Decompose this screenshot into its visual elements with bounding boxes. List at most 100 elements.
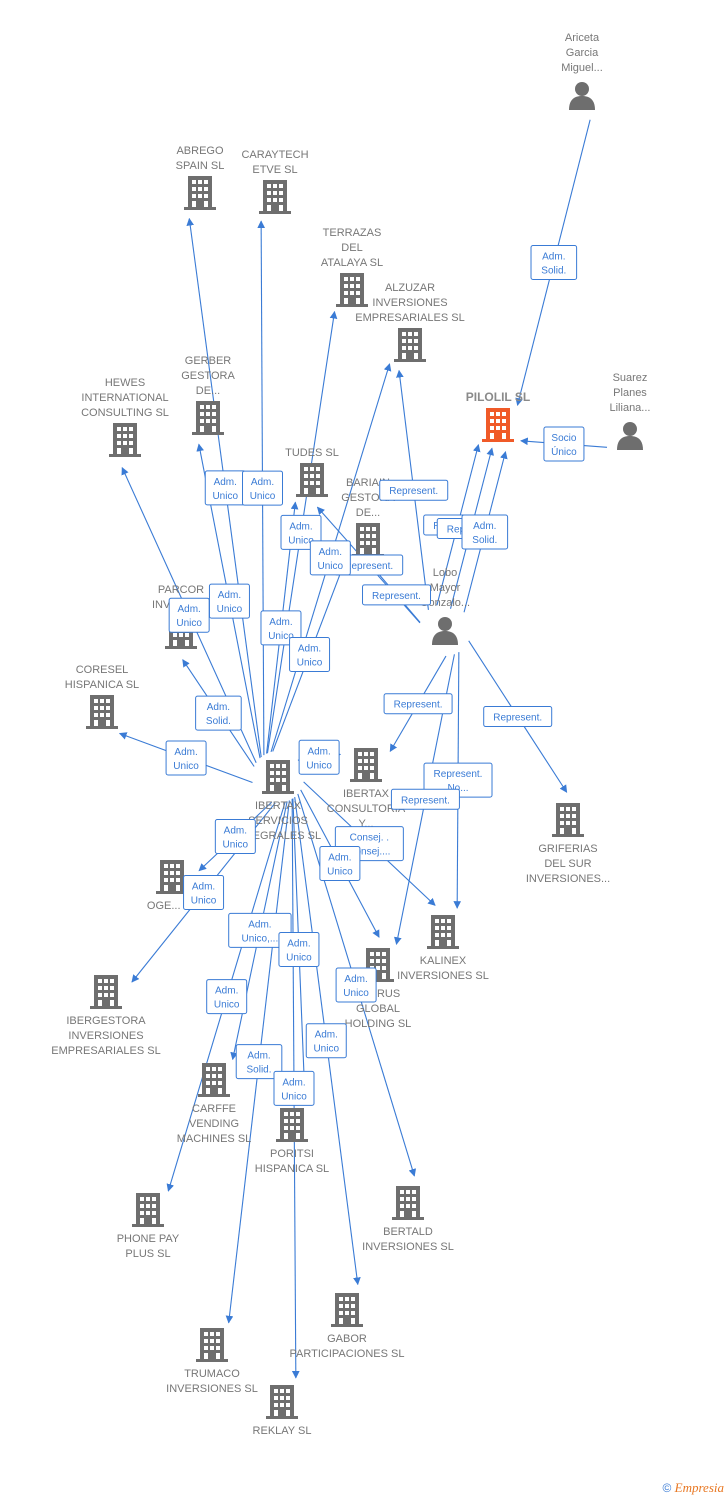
relation-label[interactable]: Adm.Solid.	[195, 695, 242, 731]
relation-label[interactable]: Adm.Unico	[278, 931, 320, 967]
relation-label[interactable]: Adm.Unico	[204, 470, 246, 506]
relation-label[interactable]: Adm.Unico	[309, 540, 351, 576]
relation-label[interactable]: Adm.Solid.	[235, 1044, 283, 1080]
person-icon	[617, 422, 643, 450]
node-label: EMPRESARIALES SL	[51, 1045, 160, 1057]
node-label: CARAYTECH	[241, 149, 308, 161]
relation-label-text: Consej....	[348, 847, 390, 858]
brand-logo[interactable]: Empresia	[674, 1480, 724, 1495]
relation-label[interactable]: Adm.Unico	[305, 1023, 347, 1059]
node-label: DEL	[341, 242, 362, 254]
node-gerber[interactable]: GERBERGESTORADE...	[181, 355, 235, 435]
node-label: GESTORA	[181, 370, 235, 382]
node-label: Suarez	[613, 372, 648, 384]
node-label: INVERSIONES	[68, 1030, 143, 1042]
node-label: GRIFERIAS	[538, 843, 597, 855]
relation-label-box	[260, 610, 302, 646]
relation-label[interactable]: Adm.Solid.	[461, 514, 509, 550]
relation-label[interactable]: Represent.	[390, 788, 460, 810]
node-label: Liliana...	[610, 402, 651, 414]
relation-label-text: Socio	[551, 433, 576, 444]
relation-label[interactable]: Represent.	[383, 693, 453, 715]
node-label: IBERTAX	[343, 788, 390, 800]
relation-label[interactable]: Adm.Unico	[319, 846, 361, 882]
node-suarez[interactable]: SuarezPlanesLiliana...	[610, 372, 651, 450]
relation-label[interactable]: Adm.Unico,...	[228, 912, 292, 948]
relation-label-box	[543, 426, 585, 462]
relation-label[interactable]: Adm.Unico	[242, 470, 284, 506]
relation-label[interactable]: Adm.Solid.	[530, 244, 578, 280]
building-icon	[552, 803, 584, 837]
relation-label[interactable]: Adm.Unico	[208, 583, 250, 619]
node-label: PHONE PAY	[117, 1233, 180, 1245]
building-icon	[259, 180, 291, 214]
node-label: DE...	[356, 507, 380, 519]
relation-label[interactable]: Adm.Unico	[273, 1070, 315, 1106]
node-label: ETVE SL	[252, 164, 297, 176]
node-label: Garcia	[566, 47, 599, 59]
relation-label[interactable]: Represent.	[483, 706, 553, 728]
node-pilolil[interactable]: PILOLIL SL	[466, 390, 530, 442]
node-caraytech[interactable]: CARAYTECH ETVE SL	[241, 149, 309, 214]
relation-label-box	[319, 846, 361, 882]
building-icon	[266, 1385, 298, 1419]
relation-label-text: Adm.	[177, 604, 200, 615]
relation-label[interactable]: Adm.Unico	[298, 739, 340, 775]
node-lobo[interactable]: LoboMayorGonzalo...	[420, 567, 470, 645]
relation-label-text: Adm.	[224, 825, 247, 836]
relation-label-text: Adm.	[251, 477, 274, 488]
relation-label[interactable]: Represent.	[362, 584, 432, 606]
relation-label[interactable]: Adm.Unico	[214, 818, 256, 854]
relation-label-text: Unico	[176, 618, 202, 629]
relation-label-text: Adm.	[307, 746, 330, 757]
node-ariceta[interactable]: AricetaGarciaMiguel...	[561, 32, 603, 110]
node-reklay[interactable]: REKLAY SL	[253, 1385, 312, 1437]
relation-label[interactable]: Adm.Unico	[289, 636, 331, 672]
node-label: TUDES SL	[285, 447, 339, 459]
relation-label[interactable]: Adm.Unico	[260, 610, 302, 646]
relation-label-text: Adm.	[319, 547, 342, 558]
relation-label-box	[362, 584, 432, 606]
relation-label-text: Unico	[191, 895, 217, 906]
relation-label-text: Unico	[217, 604, 243, 615]
relation-label-box	[206, 979, 248, 1015]
node-tudes[interactable]: TUDES SL	[285, 447, 339, 497]
relation-label[interactable]: Adm. Unico	[168, 597, 210, 633]
relation-label-text: Adm.	[344, 974, 367, 985]
relation-label[interactable]: Adm.Unico	[183, 874, 225, 910]
relation-label[interactable]: Adm.Unico	[335, 967, 377, 1003]
node-label: Gonzalo...	[420, 597, 470, 609]
relation-label-box	[195, 695, 242, 731]
relation-label[interactable]: Represent.	[379, 479, 449, 501]
node-label: Miguel...	[561, 62, 603, 74]
relation-label-text: Solid.	[247, 1065, 272, 1076]
building-icon	[132, 1193, 164, 1227]
relation-label[interactable]: Adm.Unico	[206, 979, 248, 1015]
node-label: CONSULTING SL	[81, 407, 169, 419]
node-label: KALINEX	[420, 955, 467, 967]
relation-label-text: Represent.	[434, 769, 483, 780]
relation-label-text: Unico	[327, 867, 353, 878]
relation-label-box	[298, 739, 340, 775]
relation-label-text: Unico	[212, 491, 238, 502]
relation-label[interactable]: Adm.Unico	[165, 740, 207, 776]
building-icon	[90, 975, 122, 1009]
